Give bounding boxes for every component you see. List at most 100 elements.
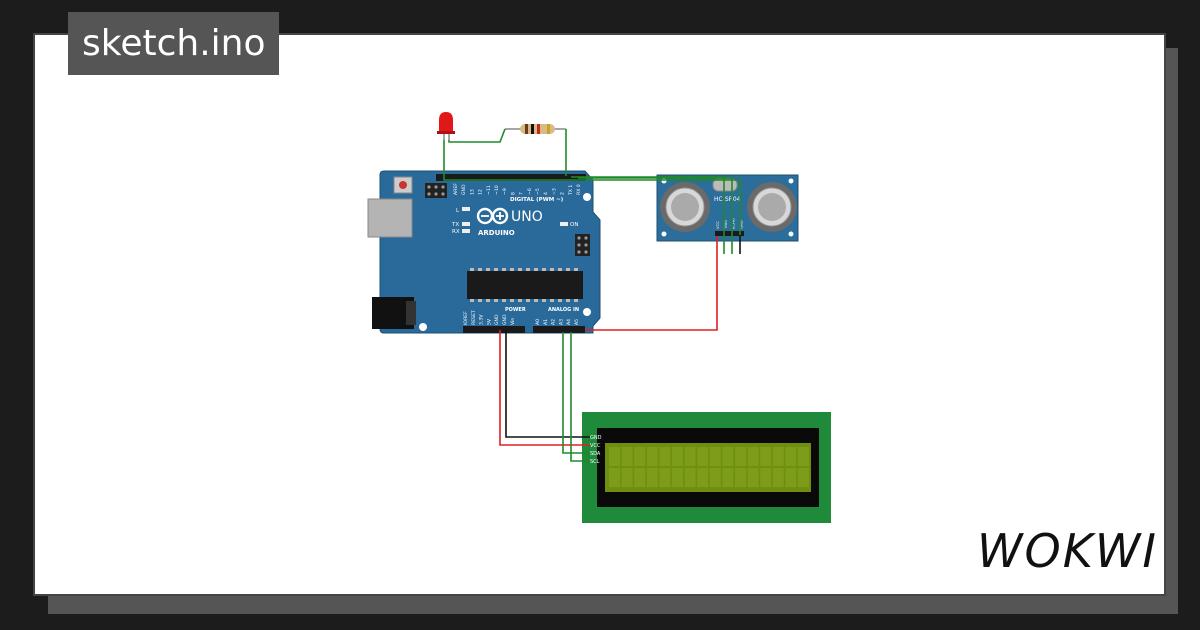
pin-label: A2 (551, 319, 557, 325)
onboard-leds: L TX RX ON (451, 207, 578, 235)
lcd-cell (747, 447, 759, 466)
ultrasonic-transducer (747, 182, 797, 232)
pin-label: 7 (519, 192, 525, 195)
pin-label: ~3 (551, 188, 557, 195)
wire-echo (578, 177, 733, 254)
pin-label: RX 0 (576, 184, 582, 195)
lcd-cell (646, 468, 658, 487)
pin-label: 8 (510, 192, 516, 195)
lcd-cell (785, 468, 797, 487)
ultrasonic-transducer (660, 182, 710, 232)
icsp-header-2 (575, 234, 590, 256)
wire-lcd-sda (562, 332, 590, 454)
pin-label: ~9 (502, 188, 508, 195)
mounting-hole (419, 323, 427, 331)
icsp-header (425, 183, 447, 198)
lcd-cell (785, 447, 797, 466)
lcd-cell (634, 468, 646, 487)
pin-label: ~5 (535, 188, 541, 195)
pin-label: GND (461, 184, 467, 195)
lcd-cell (760, 468, 772, 487)
lcd-pin-label: SDA (590, 451, 601, 457)
pin-label: A5 (574, 319, 580, 325)
lcd-pin-label: SCL (590, 459, 600, 465)
wires (443, 128, 741, 462)
pin-label: TRIG (723, 220, 728, 230)
power-header (463, 326, 525, 333)
lcd-cell (621, 447, 633, 466)
pin-label: GND (502, 314, 508, 325)
led-rx-label: RX (452, 229, 460, 235)
lcd-cell (735, 447, 746, 466)
pin-label: 12 (478, 189, 484, 195)
sketch-filename-tag: sketch.ino (68, 12, 280, 75)
led-l-label: L (456, 208, 460, 214)
pin-label: ~6 (527, 188, 533, 195)
lcd-cell (798, 447, 809, 466)
pin-label: AREF (453, 183, 459, 195)
pin-label: GND (494, 314, 500, 325)
lcd-cell (722, 447, 734, 466)
lcd-cell (798, 468, 809, 487)
digital-header (436, 174, 586, 181)
pin-label: GND (738, 220, 743, 229)
wire-led-resistor (448, 128, 506, 143)
lcd-cell (672, 447, 683, 466)
lcd-character-cells (609, 447, 809, 487)
wire-lcd-vcc (499, 330, 590, 446)
lcd-cell (609, 447, 620, 466)
wire-lcd-gnd (505, 330, 590, 438)
pin-label: 4 (543, 192, 549, 195)
wire-lcd-scl (570, 332, 590, 462)
lcd-cell (747, 468, 759, 487)
pin-label: 13 (469, 189, 475, 195)
power-header-label: POWER (505, 307, 526, 313)
lcd-cell (697, 468, 709, 487)
lcd-cell (659, 468, 671, 487)
pin-label: A1 (543, 319, 549, 325)
lcd-pin-label: VCC (590, 443, 601, 449)
lcd-cell (609, 468, 620, 487)
lcd-cell (772, 468, 784, 487)
pin-label: 2 (560, 192, 566, 195)
wire-sensor-vcc (585, 236, 718, 331)
on-label: ON (570, 222, 578, 228)
arduino-logo-icon (476, 207, 509, 225)
microcontroller-chip (467, 268, 583, 302)
pin-label: TX 1 (568, 185, 574, 196)
lcd-cell (722, 468, 734, 487)
lcd-cell (672, 468, 683, 487)
lcd-cell (621, 468, 633, 487)
lcd-cell (709, 447, 721, 466)
sensor-label: HC-SR04 (714, 196, 741, 203)
digital-header-label: DIGITAL (PWM ~) (510, 197, 564, 203)
lcd-cell (684, 468, 696, 487)
red-led[interactable] (437, 112, 455, 140)
wokwi-logo: WOKWI (977, 524, 1158, 578)
pin-label: ~11 (486, 185, 492, 195)
wire-trig (571, 176, 725, 254)
lcd-cell (735, 468, 746, 487)
pin-label: A0 (535, 319, 541, 325)
lcd-cell (646, 447, 658, 466)
board-model: UNO (511, 209, 543, 225)
lcd-cell (760, 447, 772, 466)
pin-label: 3.3V (479, 314, 485, 325)
lcd-cell (684, 447, 696, 466)
pin-label: RESET (471, 310, 477, 325)
pin-label: A3 (558, 319, 564, 325)
analog-header-label: ANALOG IN (548, 307, 579, 313)
wire-led-gnd (443, 140, 741, 235)
pin-label: ECHO (731, 218, 736, 229)
led-tx-label: TX (451, 222, 459, 228)
analog-header (533, 326, 585, 333)
crystal (712, 178, 738, 192)
resistor[interactable] (505, 124, 566, 134)
